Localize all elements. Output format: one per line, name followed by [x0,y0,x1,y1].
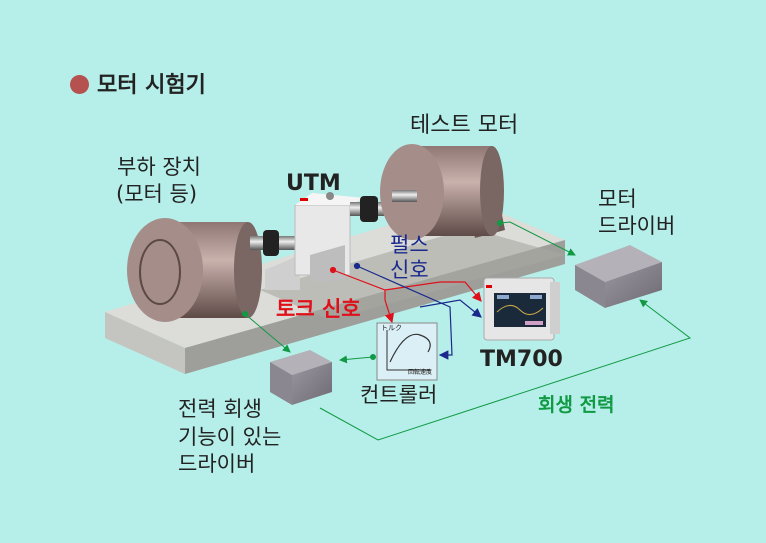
tm700-label: TM700 [480,347,563,372]
load-motor [127,218,310,322]
load-device-label-1: 부하 장치 [117,155,201,179]
motor-driver-label-2: 드라이버 [598,214,676,238]
pulse-signal-label-1: 펄스 [390,233,429,257]
utm-label: UTM [286,171,341,196]
motor-driver-box [575,245,662,308]
test-motor [380,144,505,240]
controller-label: 컨트롤러 [360,383,438,407]
controller-y-axis-label: トルク [381,324,402,332]
regen-driver-label-2: 기능이 있는 [178,425,282,449]
controller-panel [376,322,438,381]
motor-driver-label-1: 모터 [598,187,637,211]
regen-driver-label-1: 전력 회생 [178,397,262,421]
utm-sensor [265,192,390,290]
controller-x-axis-label: 回転速度 [408,369,433,376]
pulse-signal-lines [353,262,482,360]
regen-driver-label-3: 드라이버 [178,452,256,476]
title-text: 모터 시험기 [97,73,206,98]
regen-power-label: 회생 전력 [538,394,615,416]
torque-signal-lines [329,266,482,324]
regen-driver-box [270,350,332,405]
pulse-signal-label-2: 신호 [390,258,429,282]
page-title: 모터 시험기 [70,72,206,99]
title-bullet-icon [70,75,89,94]
torque-signal-label: 토크 신호 [276,297,361,321]
test-motor-label: 테스트 모터 [410,113,519,138]
regen-power-lines [242,220,692,441]
tm700-device [483,277,560,341]
load-device-label-2: (모터 등) [116,182,198,206]
